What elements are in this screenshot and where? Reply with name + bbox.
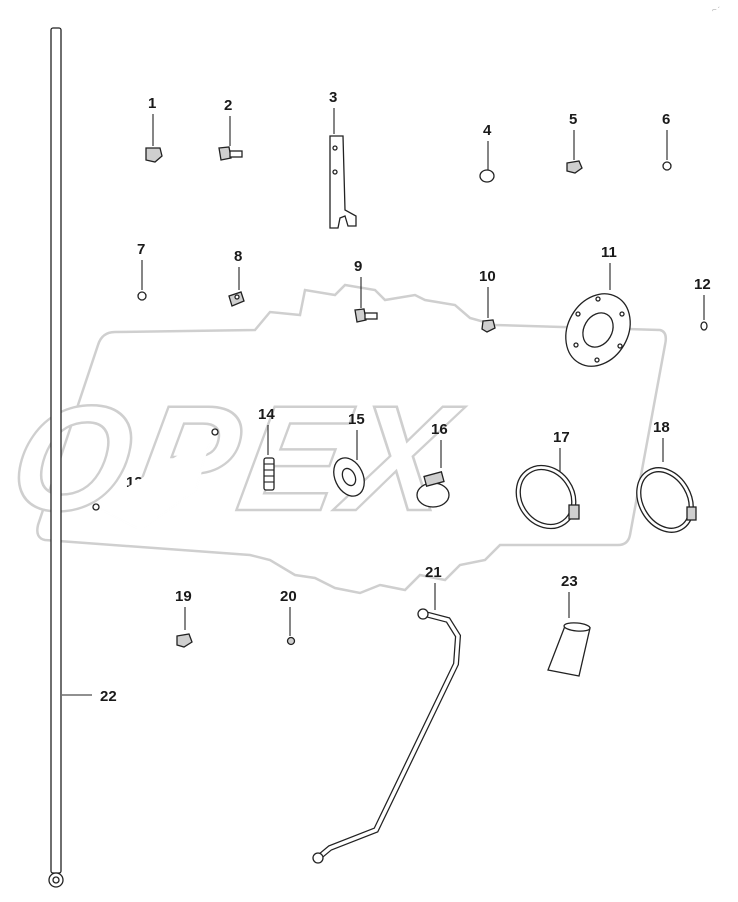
part-22-rod: 22 (48, 27, 117, 888)
callout-1: 1 (148, 95, 156, 112)
callout-4: 4 (483, 122, 492, 139)
part-7-oring: 7 (137, 241, 147, 301)
part-11-gasket: 11 (565, 244, 631, 367)
callout-23: 23 (561, 573, 578, 590)
part-20-plug: 20 (280, 588, 297, 646)
callout-16: 16 (431, 421, 448, 438)
part-14-stud: 14 (258, 406, 275, 491)
part-13-pipe: 13 (92, 428, 219, 529)
callout-22: 22 (100, 688, 117, 705)
callout-11: 11 (601, 244, 617, 261)
part-15-flange: 15 (333, 411, 365, 497)
part-19-nut: 19 (175, 588, 193, 648)
callout-3: 3 (329, 89, 337, 106)
part-9-bolt: 9 (354, 258, 378, 323)
callout-2: 2 (224, 97, 232, 114)
part-4-ring: 4 (479, 122, 495, 183)
callout-8: 8 (234, 248, 242, 265)
watermark-brand-text: OPEX (0, 375, 472, 543)
opex-watermark: OPEX (0, 283, 668, 595)
callout-19: 19 (175, 588, 192, 605)
callout-5: 5 (569, 111, 577, 128)
callout-18: 18 (653, 419, 670, 436)
part-16-clamp: 16 (416, 421, 450, 508)
part-12-oring: 12 (694, 276, 711, 331)
callout-7: 7 (137, 241, 145, 258)
part-23-sleeve: 23 (547, 573, 591, 677)
callout-10: 10 (479, 268, 496, 285)
callout-6: 6 (662, 111, 670, 128)
part-2-bolt: 2 (218, 97, 243, 161)
part-8-fitting: 8 (228, 248, 245, 307)
part-10-nut: 10 (479, 268, 496, 333)
callout-20: 20 (280, 588, 297, 605)
part-21-pipe: 21 (312, 564, 462, 864)
part-6-oring: 6 (662, 111, 672, 171)
part-17-clamp: 17 (515, 429, 580, 530)
callout-9: 9 (354, 258, 362, 275)
part-5-nut: 5 (566, 111, 583, 174)
callout-12: 12 (694, 276, 711, 293)
part-3-bracket: 3 (329, 89, 357, 229)
callout-17: 17 (553, 429, 570, 446)
callout-14: 14 (258, 406, 275, 423)
corner-mark: ⌐´ (712, 7, 720, 14)
part-1-nut: 1 (145, 95, 163, 163)
part-18-clamp: 18 (636, 419, 697, 533)
callout-21: 21 (425, 564, 442, 581)
callout-15: 15 (348, 411, 365, 428)
